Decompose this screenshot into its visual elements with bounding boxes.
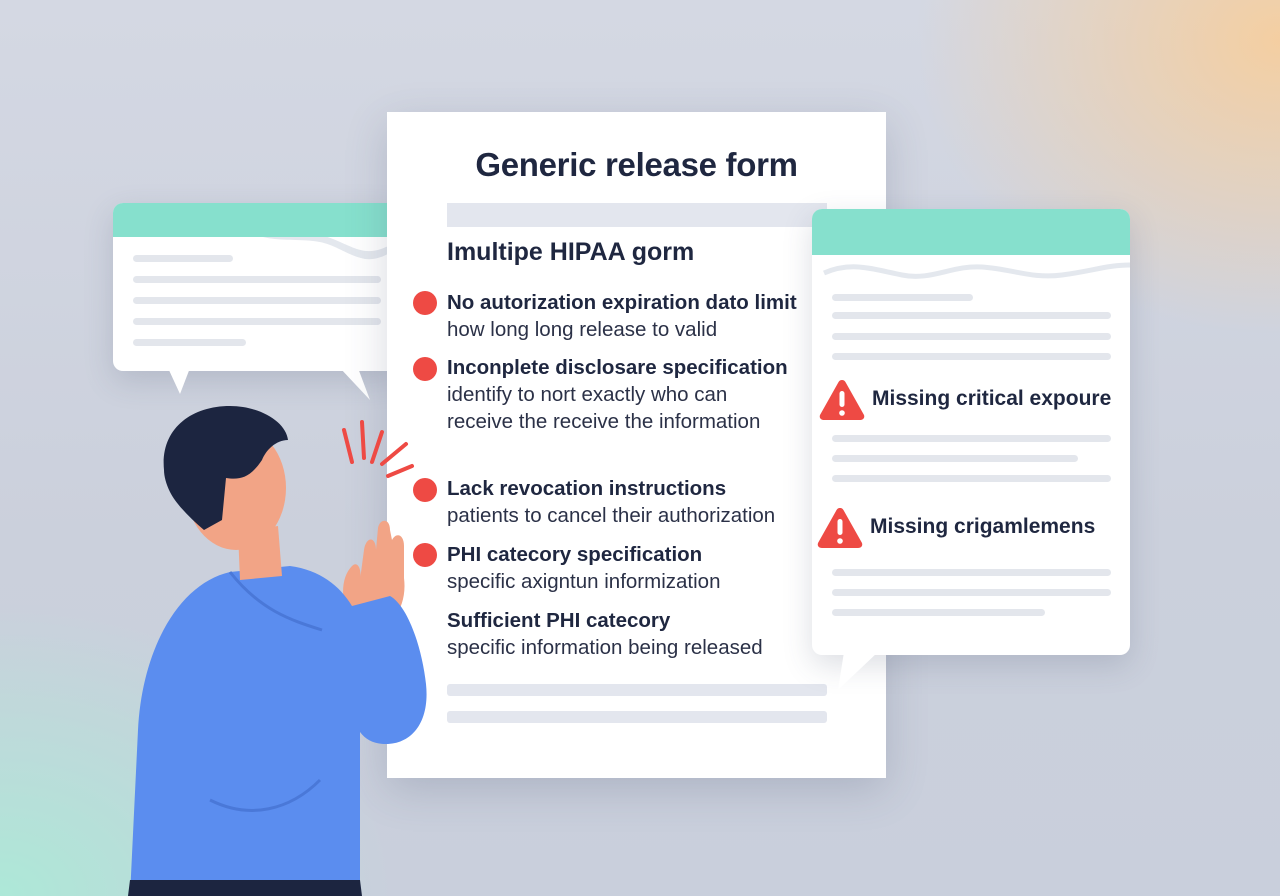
warning-triangle-icon <box>817 508 863 548</box>
footer-placeholder-bar <box>447 684 827 696</box>
document-title: Generic release form <box>475 146 798 183</box>
panel-wave-decoration <box>113 225 401 260</box>
placeholder-line <box>832 333 1111 340</box>
red-alert-dot <box>413 478 437 502</box>
placeholder-line <box>133 318 381 325</box>
placeholder-line <box>832 353 1111 360</box>
placeholder-line <box>832 609 1045 616</box>
issue-item: Inconplete disclosare specification iden… <box>447 354 788 435</box>
placeholder-line <box>832 312 1111 319</box>
placeholder-line <box>832 435 1111 442</box>
placeholder-line <box>832 475 1111 482</box>
issue-title: Lack revocation instructions <box>447 477 727 500</box>
right-warning-panel: Missing critical expoure Missing crigaml… <box>812 209 1130 655</box>
left-speech-panel <box>113 203 401 371</box>
placeholder-line <box>133 297 381 304</box>
issue-title: Sufficient PHI catecory <box>447 609 671 632</box>
warning-row: Missing crigamlemens <box>816 505 1095 549</box>
issue-title: PHI catecory specification <box>447 543 703 566</box>
red-alert-dot <box>413 543 437 567</box>
issue-item: Sufficient PHI catecory specific informa… <box>447 607 763 661</box>
warning-triangle-icon <box>819 380 865 420</box>
issue-item: Lack revocation instructions patients to… <box>447 475 775 529</box>
title-underline-bar <box>447 203 827 227</box>
issue-detail: identify to nort exactly who can <box>447 383 728 406</box>
left-panel-tails <box>168 368 370 400</box>
red-alert-dot <box>413 357 437 381</box>
footer-placeholder-bar <box>447 711 827 723</box>
exclamation-strokes <box>342 420 414 478</box>
issue-title: Inconplete disclosare specification <box>447 356 788 379</box>
red-alert-dot <box>413 291 437 315</box>
placeholder-line <box>133 255 233 262</box>
panel-header-bar <box>812 209 1130 255</box>
document-subtitle: Imultipe HIPAA gorm <box>447 238 695 266</box>
person-illustration <box>128 406 427 896</box>
warning-row: Missing critical expoure <box>818 377 1111 421</box>
warning-label: Missing critical expoure <box>872 387 1112 410</box>
issue-detail-continued: receive the receive the information <box>447 410 761 433</box>
placeholder-line <box>133 276 381 283</box>
placeholder-line <box>832 589 1111 596</box>
issue-item: No autorization expiration dato limit ho… <box>447 289 797 343</box>
issue-detail: patients to cancel their authorization <box>447 504 776 527</box>
panel-wave-decoration <box>812 249 1130 279</box>
placeholder-line <box>832 569 1111 576</box>
placeholder-line <box>832 294 973 301</box>
issue-detail: how long long release to valid <box>447 318 718 341</box>
placeholder-line <box>133 339 246 346</box>
placeholder-line <box>832 455 1078 462</box>
right-panel-tail <box>838 652 878 690</box>
warning-label: Missing crigamlemens <box>870 515 1096 538</box>
issue-detail: specific information being released <box>447 636 763 659</box>
issue-title: No autorization expiration dato limit <box>447 291 797 314</box>
issue-detail: specific axigntun informization <box>447 570 721 593</box>
issue-item: PHI catecory specification specific axig… <box>447 541 720 595</box>
